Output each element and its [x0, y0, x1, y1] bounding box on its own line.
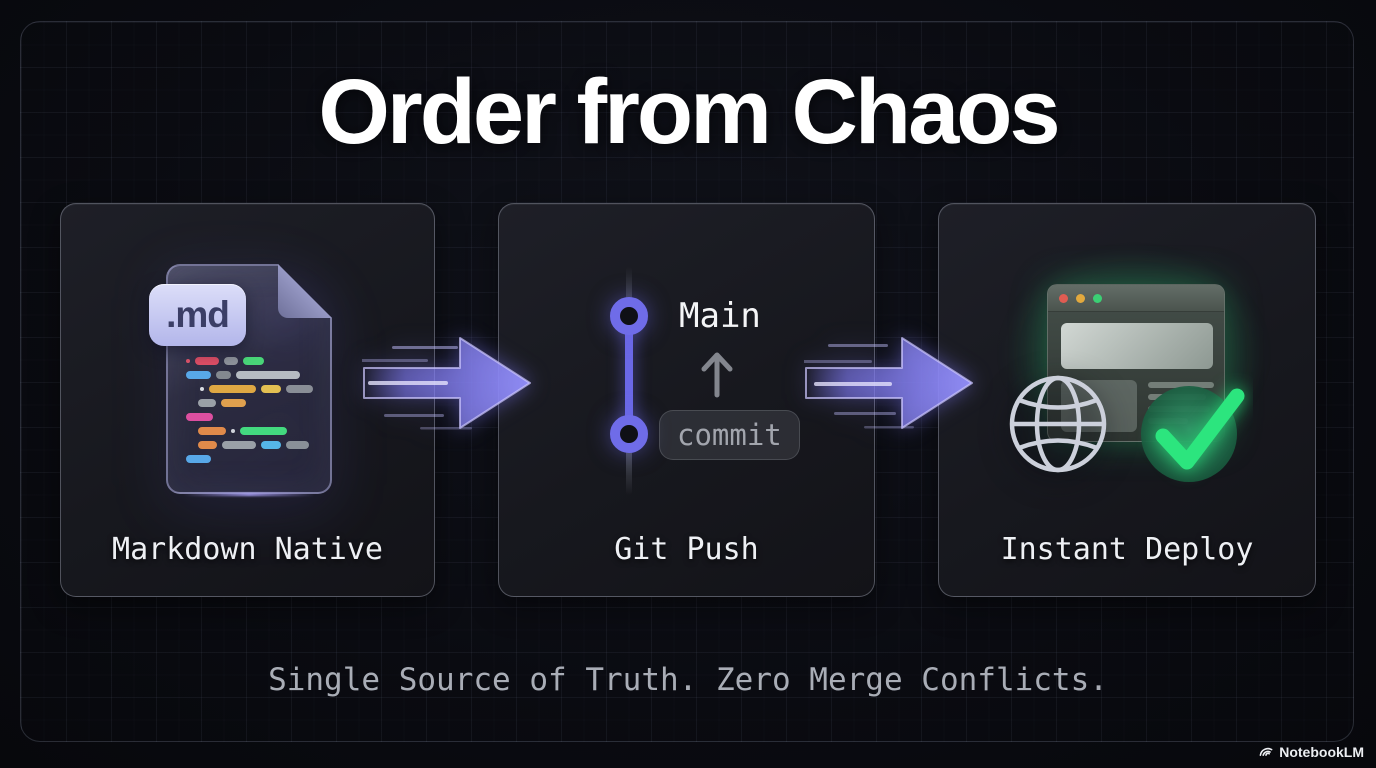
git-branch-line — [625, 316, 633, 434]
code-segment — [186, 413, 213, 421]
md-file-fold-corner — [278, 264, 332, 318]
code-segment — [286, 441, 309, 449]
code-segment — [261, 441, 281, 449]
arrow-right-icon — [362, 337, 531, 430]
code-segment — [198, 441, 217, 449]
code-segment — [222, 441, 256, 449]
arrow-right-icon — [804, 337, 973, 429]
push-up-arrow-icon — [701, 352, 733, 398]
code-row — [186, 413, 336, 421]
git-node-bottom — [610, 415, 648, 453]
code-segment — [198, 399, 216, 407]
globe-icon — [1009, 375, 1107, 473]
code-row — [186, 399, 336, 407]
code-row — [186, 371, 336, 379]
code-segment — [231, 429, 235, 433]
md-extension-badge: .md — [149, 284, 246, 346]
code-row — [186, 385, 336, 393]
code-segment — [236, 371, 300, 379]
card-instant-deploy: Instant Deploy — [938, 203, 1316, 597]
code-segment — [224, 357, 238, 365]
code-segment — [198, 427, 226, 435]
code-segment — [216, 371, 231, 379]
code-segment — [186, 455, 211, 463]
git-branch-label: Main — [679, 296, 761, 336]
md-code-lines — [186, 357, 336, 469]
git-node-top — [610, 297, 648, 335]
code-segment — [186, 371, 211, 379]
code-row — [186, 357, 336, 365]
code-row — [186, 455, 336, 463]
traffic-dot-red — [1059, 293, 1068, 303]
code-segment — [200, 387, 204, 391]
commit-badge: commit — [659, 410, 800, 460]
slide-subtitle: Single Source of Truth. Zero Merge Confl… — [268, 662, 1108, 698]
card-markdown-label: Markdown Native — [112, 532, 383, 567]
code-segment — [186, 359, 190, 363]
code-segment — [240, 427, 287, 435]
code-segment — [209, 385, 256, 393]
success-check-icon — [1135, 372, 1253, 495]
page-title: Order from Chaos — [318, 61, 1060, 163]
browser-hero-block — [1061, 323, 1213, 369]
notebooklm-watermark: NotebookLM — [1258, 744, 1364, 760]
card-git-push: Main commit Git Push — [498, 203, 875, 597]
code-row — [186, 441, 336, 449]
code-segment — [243, 357, 264, 365]
traffic-dot-green — [1093, 293, 1102, 303]
code-segment — [221, 399, 246, 407]
card-git-label: Git Push — [614, 532, 759, 567]
code-segment — [261, 385, 281, 393]
browser-titlebar — [1048, 285, 1224, 312]
code-row — [186, 427, 336, 435]
card-markdown-native: .md Markdown Native — [60, 203, 435, 597]
code-segment — [286, 385, 313, 393]
browser-text-line — [1148, 382, 1214, 388]
md-file-glow — [182, 493, 316, 496]
notebooklm-label: NotebookLM — [1279, 744, 1364, 760]
code-segment — [195, 357, 219, 365]
notebooklm-logo-icon — [1259, 747, 1273, 756]
card-deploy-label: Instant Deploy — [1000, 532, 1254, 567]
traffic-dot-yellow — [1076, 293, 1085, 303]
